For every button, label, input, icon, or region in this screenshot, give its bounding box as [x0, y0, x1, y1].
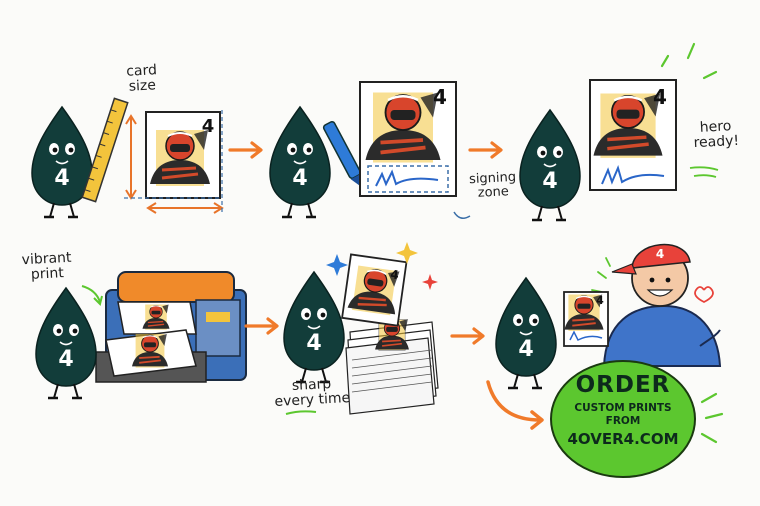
mascot-giving-card: 4: [494, 276, 558, 390]
card-held: 4: [341, 253, 408, 327]
step-print: 4: [34, 271, 247, 400]
ruler: [81, 97, 129, 203]
step-measure: 4 4: [30, 97, 224, 219]
sparkle-icon: [326, 254, 348, 276]
card-number: 4: [653, 85, 667, 109]
arrow-2: [468, 141, 503, 159]
step-fan: 4 4 4: [494, 243, 722, 390]
mascot-printing: 4: [34, 286, 98, 400]
card-number: 4: [596, 294, 604, 307]
step-stack: 4 4: [282, 242, 439, 415]
card-number: 4: [389, 267, 399, 282]
mascot-number: 4: [54, 166, 69, 191]
arrow-1: [228, 141, 263, 159]
mascot-stacking: 4: [282, 270, 346, 384]
cta-arrow: [486, 380, 542, 422]
mascot-measuring: 4: [30, 105, 94, 219]
fan-cap-number: 4: [656, 247, 664, 261]
arrow-3: [244, 317, 279, 335]
mascot-number: 4: [58, 347, 73, 372]
underline-marks: [689, 166, 719, 178]
cta-line-1: ORDER: [575, 372, 671, 398]
step-sign: 4 4: [268, 81, 471, 219]
mascot-number: 4: [518, 337, 533, 362]
mascot-number: 4: [292, 166, 307, 191]
cta-badge-bg: [550, 360, 696, 478]
card-number: 4: [433, 85, 447, 109]
step-ready: 4 4: [518, 42, 719, 222]
mascot-number: 4: [542, 169, 557, 194]
printer: [95, 271, 247, 383]
heart-icon: [694, 286, 714, 304]
cta-line-3: 4OVER4.COM: [567, 430, 679, 449]
sparkle-lines: [660, 42, 718, 80]
mascot-number: 4: [306, 331, 321, 356]
fan: 4: [591, 243, 722, 367]
card-number: 4: [202, 116, 215, 137]
card-signing: 4: [359, 81, 457, 197]
mascot-holding-card: 4: [518, 108, 582, 222]
mascot-signing: 4: [268, 105, 332, 219]
sparkle-icon: [422, 274, 438, 290]
card-trade: 4: [563, 291, 609, 347]
dimension-lines: [124, 110, 224, 214]
arrow-4: [450, 327, 485, 345]
card-stack: [345, 318, 439, 415]
sparkle-icon: [396, 242, 418, 264]
card-signed: 4: [589, 79, 677, 191]
marker-pen: [322, 121, 362, 188]
card-blank: 4: [145, 111, 221, 199]
pointer-arrow: [453, 211, 471, 219]
